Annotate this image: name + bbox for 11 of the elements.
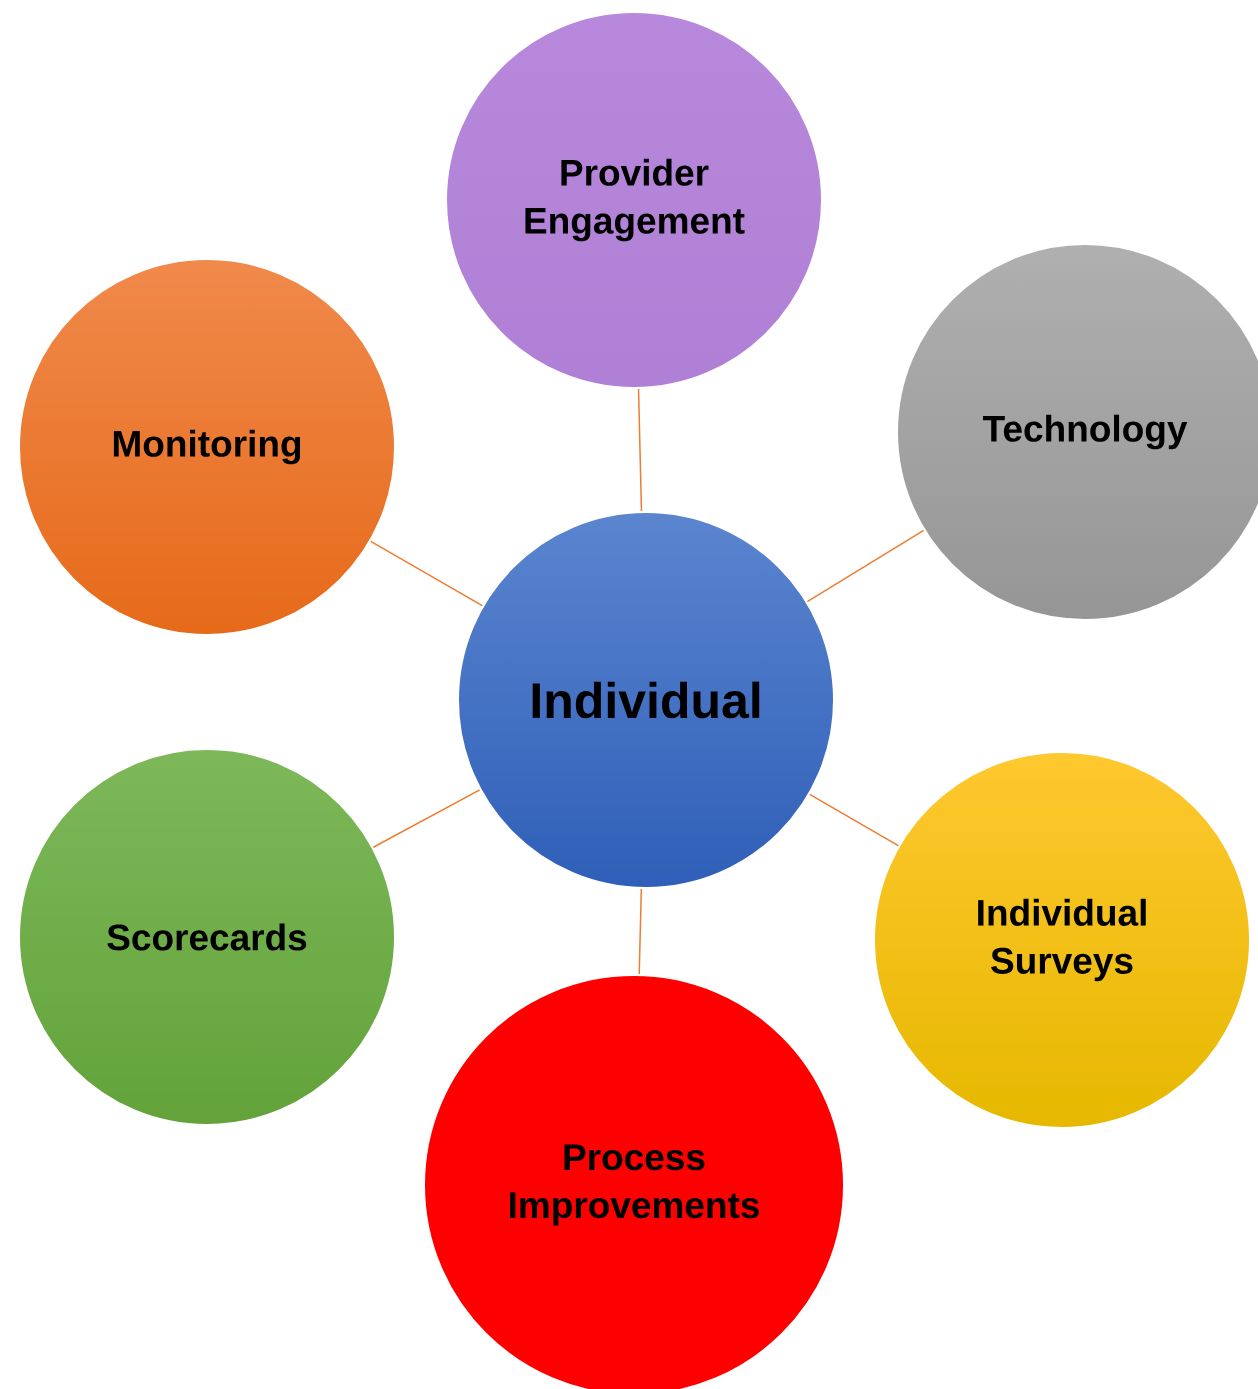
connector-line: [637, 388, 643, 512]
circle-node: Scorecards: [18, 748, 396, 1126]
circle-node: Individual: [457, 511, 835, 889]
connector-line: [372, 789, 481, 848]
connector-line: [638, 888, 643, 975]
connector-line: [806, 529, 925, 603]
circle-node: Monitoring: [18, 258, 396, 636]
circle-node: Individual Surveys: [873, 751, 1251, 1129]
circle-node: Provider Engagement: [445, 11, 823, 389]
connector-line: [808, 793, 900, 847]
connector-line: [370, 540, 483, 607]
